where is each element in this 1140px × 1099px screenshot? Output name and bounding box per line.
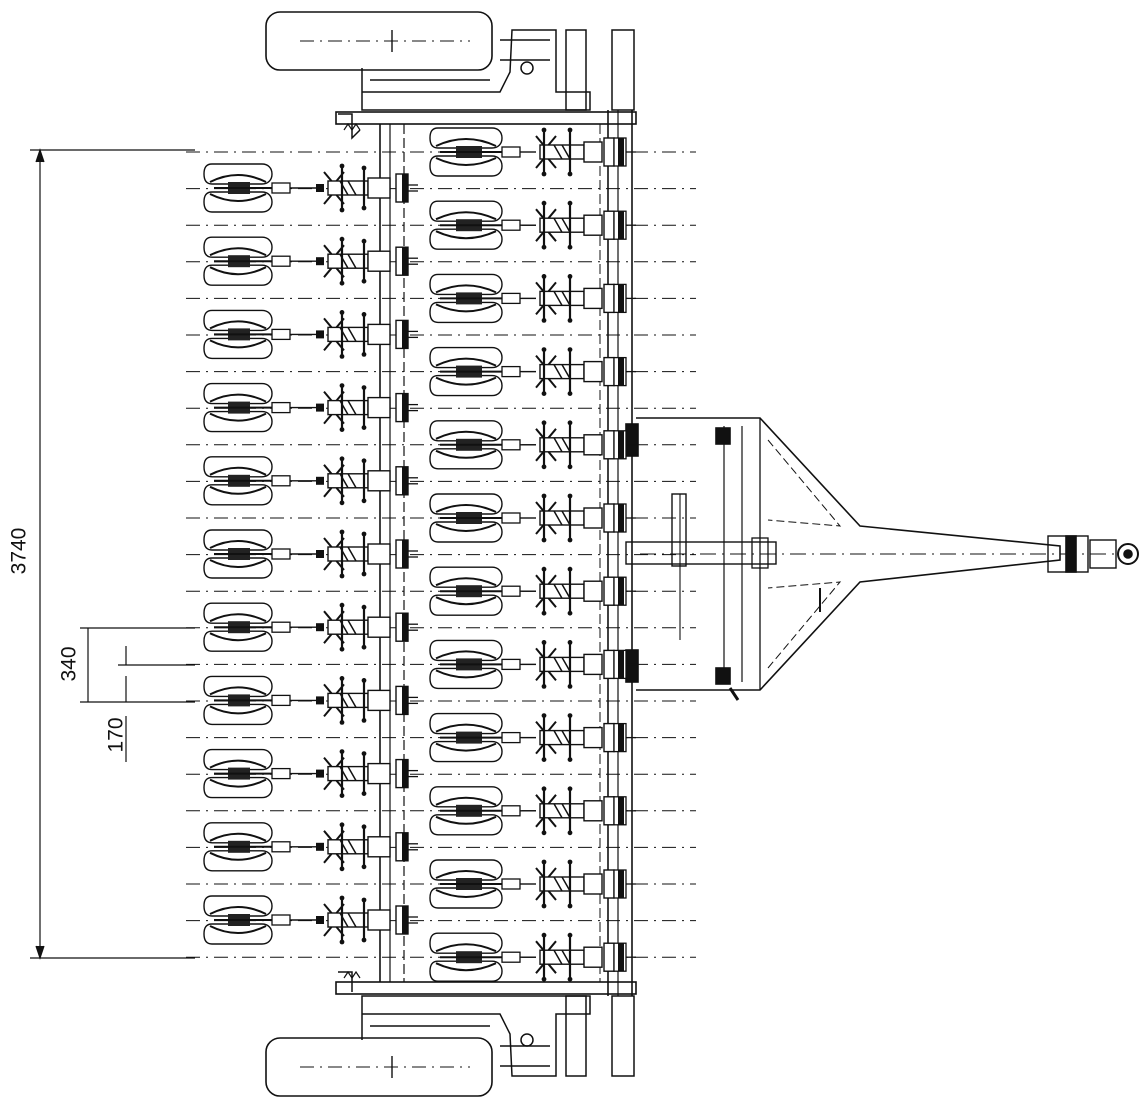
transport-wheel-bottom [265,1037,493,1097]
front-coulter-unit [428,638,638,690]
transport-wheel-top [265,11,493,71]
rear-press-wheel-unit [202,674,420,726]
dimension-label-3740: 3740 [7,527,31,575]
dimension-label-170: 170 [104,717,128,753]
front-coulter-unit [428,272,638,324]
front-coulter-unit [428,785,638,837]
rear-press-wheel-unit [202,455,420,507]
rear-press-wheel-unit [202,821,420,873]
rear-press-wheel-unit [202,235,420,287]
front-coulter-unit [428,419,638,471]
rear-press-wheel-unit [202,382,420,434]
rear-press-wheel-unit [202,528,420,580]
rear-press-wheel-unit [202,894,420,946]
front-coulter-unit [428,712,638,764]
dimension-340-line [80,627,195,703]
dimension-3740-line [30,148,195,960]
drawbar [625,417,1139,701]
rear-press-wheel-unit [202,601,420,653]
front-coulter-unit [428,346,638,398]
front-coulter-unit [428,199,638,251]
rear-press-wheel-unit [202,748,420,800]
front-coulter-unit [428,931,638,983]
front-coulter-unit [428,126,638,178]
front-coulter-unit [428,858,638,910]
wheel-arm-bottom [361,995,635,1077]
front-coulter-unit [428,565,638,617]
wheel-arm-top [361,29,635,111]
dimension-label-340: 340 [57,646,81,682]
rear-press-wheel-unit [202,308,420,360]
dimension-170-line [118,646,195,762]
rear-press-wheel-units [202,162,420,946]
rear-press-wheel-unit [202,162,420,214]
front-coulter-unit [428,492,638,544]
